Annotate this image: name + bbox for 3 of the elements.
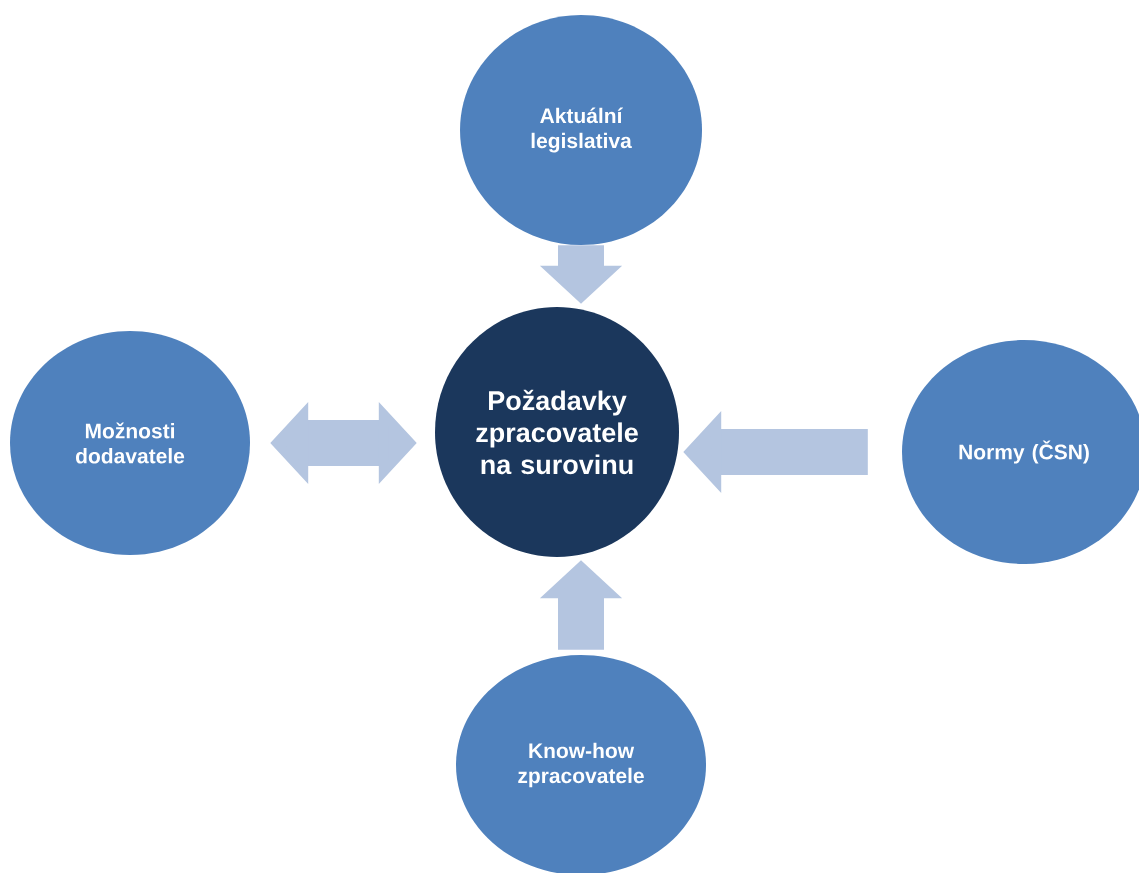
circle-node: Možnosti dodavatele — [10, 331, 250, 555]
circle-node: Požadavky zpracovatele na surovinu — [435, 307, 679, 557]
circle-node: Aktuální legislativa — [460, 15, 702, 245]
